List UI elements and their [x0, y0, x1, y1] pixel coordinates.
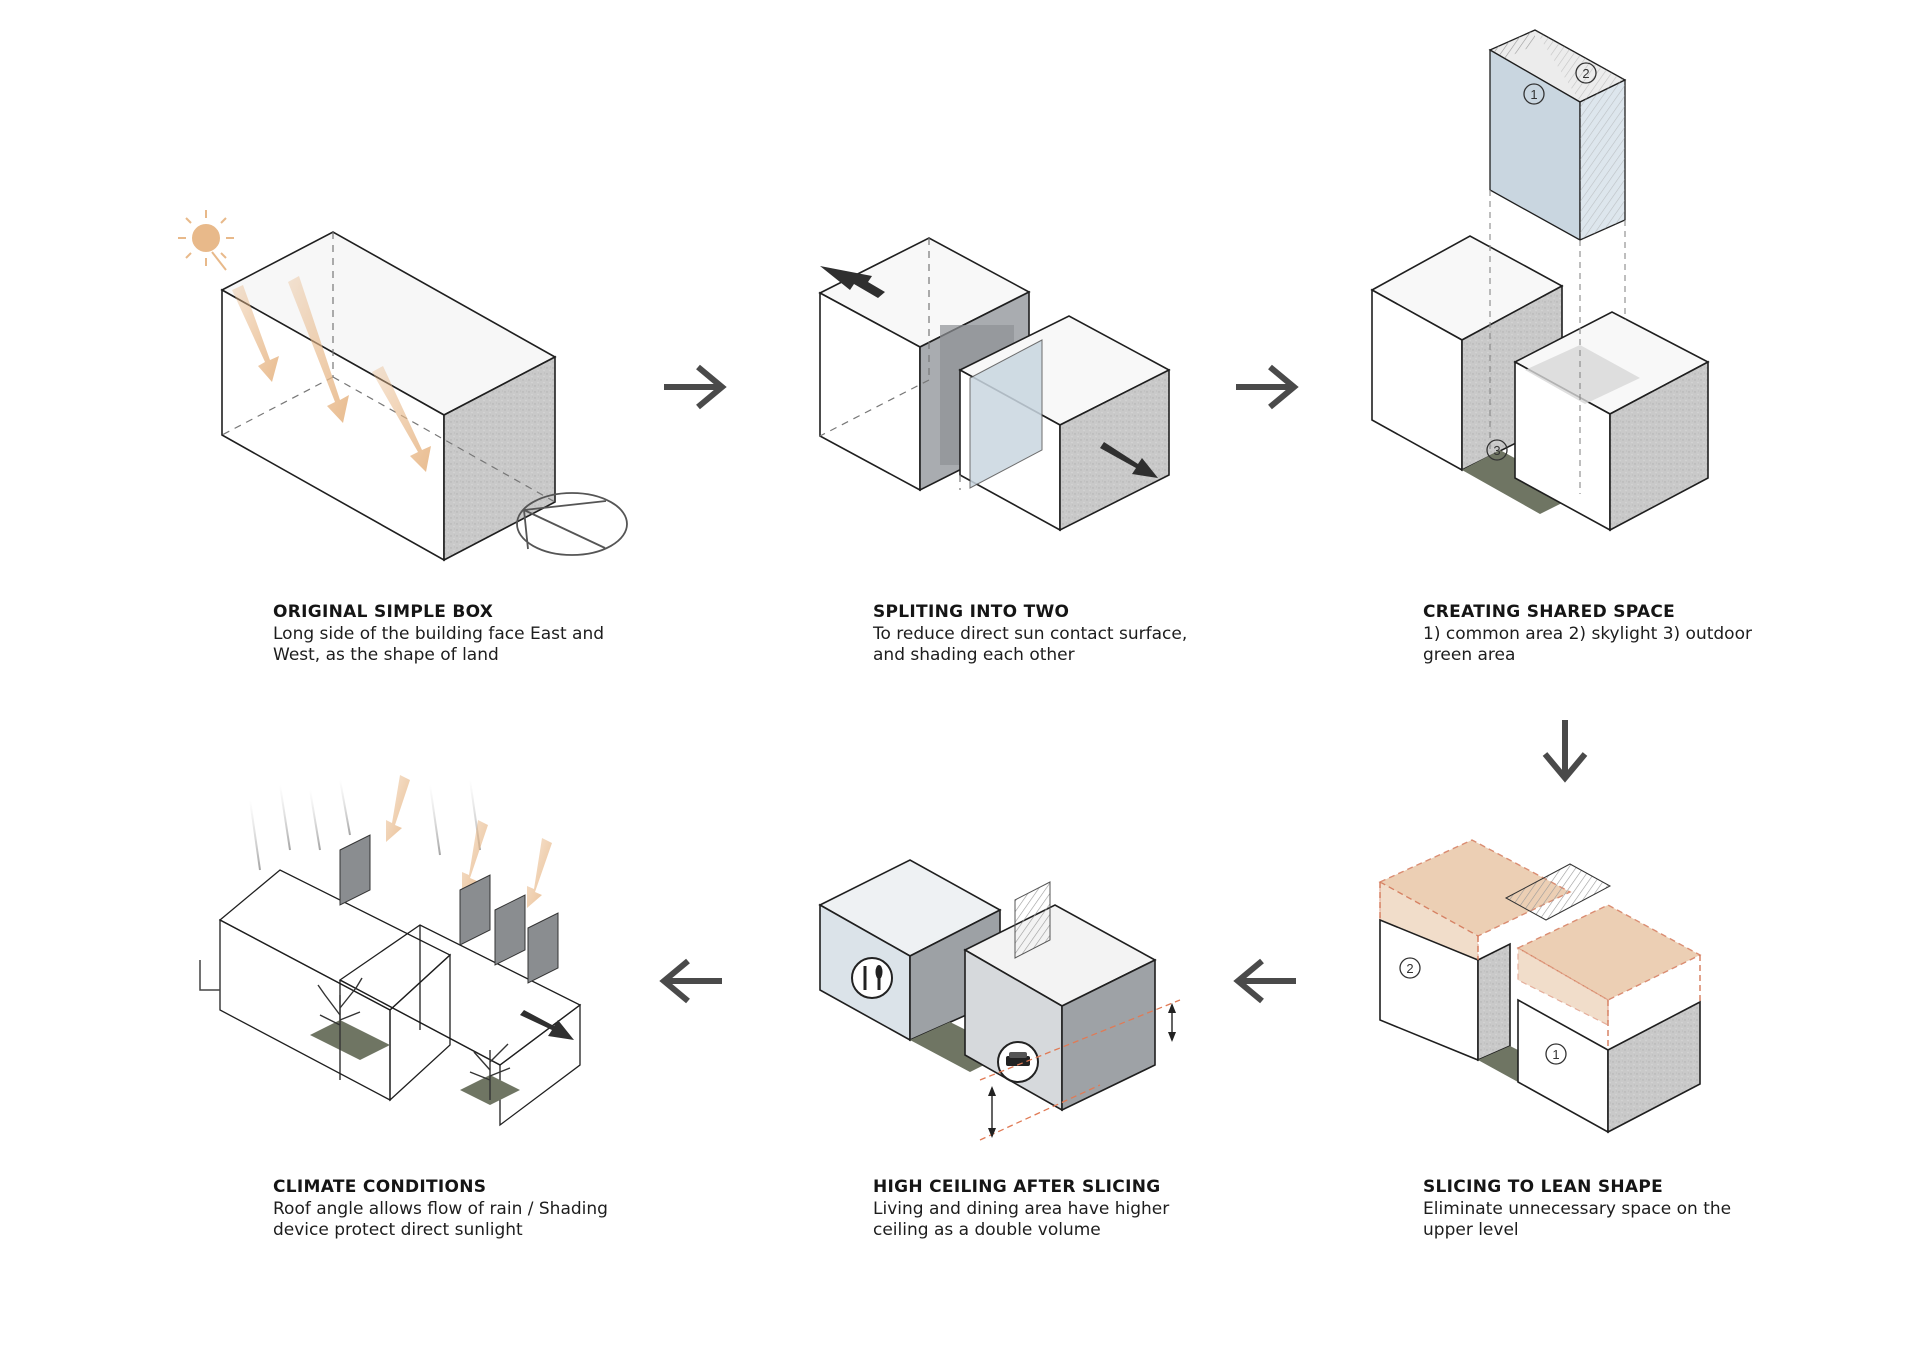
box-drawing [178, 210, 628, 562]
arrow-right-icon [1236, 364, 1299, 410]
step-4-caption: SLICING TO LEAN SHAPE Eliminate unnecess… [1423, 1177, 1803, 1241]
sun-ray-arrows [386, 775, 552, 908]
marker-2-icon: 2 [1575, 62, 1597, 84]
split-box-drawing [818, 237, 1171, 532]
markers-layer: 1 2 3 [1486, 62, 1597, 461]
step-3-text-line-1: 1) common area 2) skylight 3) outdoor [1423, 624, 1752, 644]
living-room-icon [997, 1041, 1039, 1083]
rain-lines [249, 779, 481, 871]
step-6-title: CLIMATE CONDITIONS [273, 1177, 487, 1197]
shading-device [339, 834, 559, 984]
step-3-caption: CREATING SHARED SPACE 1) common area 2) … [1423, 602, 1803, 666]
step-6-text-line-1: Roof angle allows flow of rain / Shading [273, 1199, 608, 1219]
step-2-caption: SPLITING INTO TWO To reduce direct sun c… [873, 602, 1253, 666]
marker-1-icon: 1 [1523, 83, 1545, 105]
wind-arrow-icon [820, 266, 1158, 478]
marker-2-icon: 2 [1399, 957, 1421, 979]
step-2-diagram [780, 0, 1200, 600]
step-4-diagram: 2 1 [1360, 820, 1720, 1150]
arrow-left-icon [1233, 958, 1296, 1004]
dining-icon [851, 957, 893, 999]
step-1-diagram [0, 0, 700, 600]
shared-space-drawing [1370, 29, 1710, 532]
step-4-text-line-2: upper level [1423, 1220, 1519, 1240]
step-5-text-line-1: Living and dining area have higher [873, 1199, 1170, 1219]
step-5-caption: HIGH CEILING AFTER SLICING Living and di… [873, 1177, 1253, 1241]
high-ceiling-drawing [818, 859, 1181, 1141]
step-6-diagram [190, 775, 610, 1160]
sun-icon [178, 210, 234, 266]
step-3-diagram: 1 2 3 [1340, 0, 1740, 600]
marker-3-label: 3 [1493, 443, 1500, 458]
step-1-text-line-2: West, as the shape of land [273, 645, 499, 665]
height-dimension-lines [979, 999, 1181, 1141]
tree-icon [469, 1043, 511, 1100]
step-4-text-line-1: Eliminate unnecessary space on the [1423, 1199, 1732, 1219]
step-2-text-line-2: and shading each other [873, 645, 1075, 665]
tree-icon [317, 977, 363, 1050]
step-5-text-line-2: ceiling as a double volume [873, 1220, 1101, 1240]
step-6-text-line-2: device protect direct sunlight [273, 1220, 523, 1240]
compass-icon [516, 492, 628, 556]
step-5-title: HIGH CEILING AFTER SLICING [873, 1177, 1161, 1197]
marker-3-icon: 3 [1486, 439, 1508, 461]
rain-flow-arrow [199, 960, 220, 991]
arrow-right-icon [664, 364, 727, 410]
step-2-title: SPLITING INTO TWO [873, 602, 1070, 622]
marker-2-label: 2 [1582, 66, 1589, 81]
marker-1-icon: 1 [1545, 1043, 1567, 1065]
step-4-title: SLICING TO LEAN SHAPE [1423, 1177, 1664, 1197]
step-1-text-line-1: Long side of the building face East and [273, 624, 605, 644]
lean-shape-drawing: 2 1 [1378, 839, 1702, 1134]
climate-drawing [199, 775, 582, 1127]
step-6-caption: CLIMATE CONDITIONS Roof angle allows flo… [273, 1177, 653, 1241]
sun-ray-arrows [232, 276, 431, 472]
arrow-left-icon [659, 958, 722, 1004]
wind-arrow-icon [520, 1010, 574, 1040]
step-2-text-line-1: To reduce direct sun contact surface, [873, 624, 1188, 644]
step-5-diagram [800, 800, 1220, 1180]
step-1-title: ORIGINAL SIMPLE BOX [273, 602, 494, 622]
step-1-caption: ORIGINAL SIMPLE BOX Long side of the bui… [273, 602, 653, 666]
step-3-title: CREATING SHARED SPACE [1423, 602, 1676, 622]
marker-2-label: 2 [1406, 961, 1413, 976]
step-3-text-line-2: green area [1423, 645, 1516, 665]
marker-1-label: 1 [1552, 1047, 1559, 1062]
arrow-down-icon [1542, 720, 1588, 783]
marker-1-label: 1 [1530, 87, 1537, 102]
